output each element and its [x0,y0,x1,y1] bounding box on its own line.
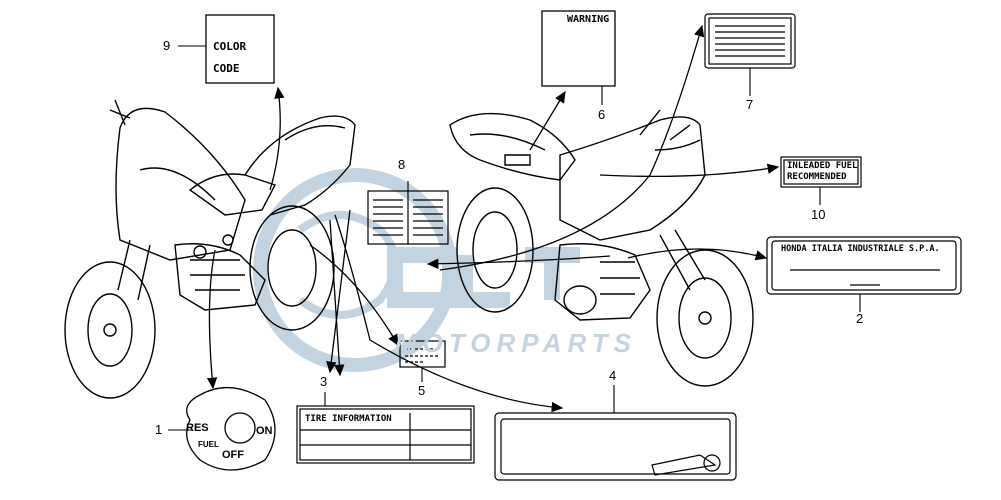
pointer-arrows [206,24,780,413]
unleaded-label-line1: INLEADED FUEL [787,161,858,171]
watermark-text: MOTORPARTS [395,328,638,358]
callout-leaders [168,45,861,431]
left-motorcycle [64,99,356,399]
callout-1: 1 [155,422,163,437]
callout-6: 6 [598,107,606,122]
fuel-valve-res-text: RES [186,422,209,434]
tire-information-text: TIRE INFORMATION [305,414,392,424]
manufacturer-label-box [766,236,962,295]
manufacturer-label-text: HONDA ITALIA INDUSTRIALE S.P.A. [781,244,940,254]
right-motorcycle [449,109,754,387]
warning-label-text: WARNING [567,14,610,25]
color-label-text: COLOR [213,40,247,53]
callout-7: 7 [746,97,754,112]
callout-8: 8 [398,157,406,172]
caution-label-box [704,13,796,69]
fuel-valve-dial [186,386,276,471]
color-code-label-box [205,14,275,84]
callout-5: 5 [418,383,426,398]
callout-9: 9 [163,38,171,53]
warning-label-box [541,10,616,87]
code-label-text: CODE [213,62,240,75]
callout-10: 10 [811,207,826,222]
open-book-label-box [367,190,449,245]
watermark-logo [253,168,580,372]
callout-3: 3 [320,374,328,389]
tire-information-label-box [296,405,475,464]
fuel-valve-on-text: ON [256,425,273,437]
fuel-valve-fuel-text: FUEL [198,440,219,449]
callout-2: 2 [856,311,864,326]
license-plate-label-box [494,412,737,481]
unleaded-fuel-label-box [780,156,862,188]
fuel-valve-off-text: OFF [222,449,244,461]
unleaded-label-line2: RECOMMENDED [787,172,847,182]
callout-4: 4 [609,368,617,383]
